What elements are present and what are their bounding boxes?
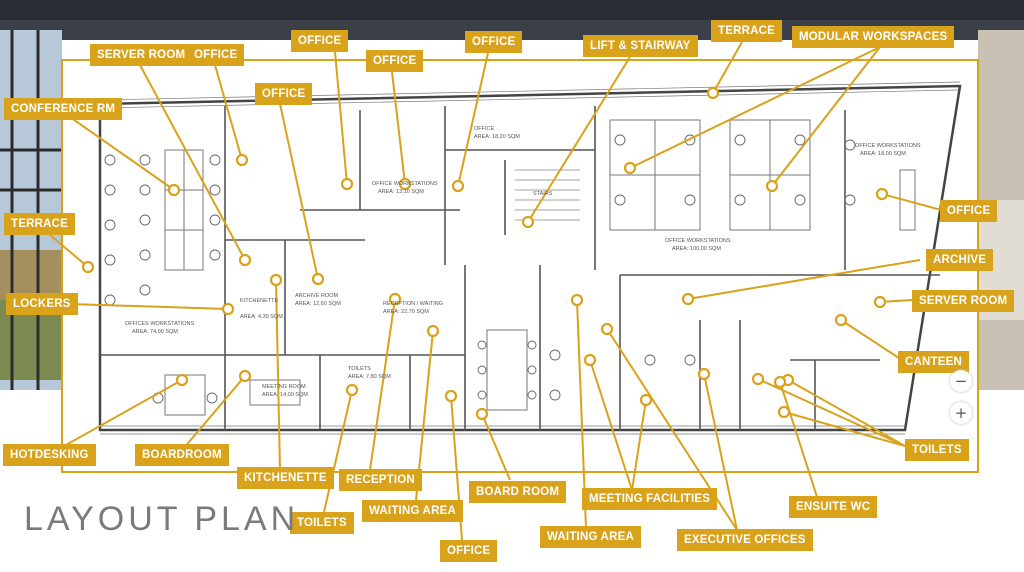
label-office-2[interactable]: OFFICE [291, 30, 349, 52]
plan-text-office-workstations-c-area: AREA: 18,00 SQM [860, 151, 906, 157]
label-ensuite-wc[interactable]: ENSUITE WC [789, 496, 878, 518]
plan-text-office-workstations-a-area: AREA: 74,00 SQM [132, 329, 178, 335]
plan-text-office-workstations-b-area: AREA: 100,00 SQM [672, 246, 721, 252]
label-hotdesking[interactable]: HOTDESKING [3, 444, 96, 466]
plan-text-archive-room: ARCHIVE ROOM [295, 293, 339, 299]
plan-text-archive-room-area: AREA: 12,60 SQM [295, 301, 341, 307]
label-office-5[interactable]: OFFICE [255, 83, 313, 105]
plan-text-toilets: TOILETS [348, 366, 371, 372]
label-toilets-bottom[interactable]: TOILETS [290, 512, 354, 534]
label-toilets-right[interactable]: TOILETS [905, 439, 969, 461]
label-reception[interactable]: RECEPTION [339, 469, 422, 491]
plan-text-meeting-room-area: AREA: 14,00 SQM [262, 392, 308, 398]
label-office-right[interactable]: OFFICE [940, 200, 998, 222]
plan-text-reception-waiting-area: AREA: 22,70 SQM [383, 309, 429, 315]
page-title: LAYOUT PLAN [24, 500, 300, 538]
plan-text-meeting-room: MEETING ROOM [262, 384, 306, 390]
label-lockers[interactable]: LOCKERS [6, 293, 78, 315]
plan-text-office-workstations-d-area: AREA: 13,10 SQM [378, 189, 424, 195]
label-terrace-top[interactable]: TERRACE [711, 20, 782, 42]
zoom-out-button[interactable]: − [950, 370, 972, 392]
label-executive-offices[interactable]: EXECUTIVE OFFICES [677, 529, 813, 551]
plan-text-kitchenette: KITCHENETTE [240, 298, 279, 304]
plan-text-reception-waiting: RECEPTION / WAITING [383, 301, 443, 307]
label-kitchenette[interactable]: KITCHENETTE [237, 467, 334, 489]
label-waiting-area-2[interactable]: WAITING AREA [540, 526, 641, 548]
plan-text-office-workstations-a: OFFICES WORKSTATIONS [125, 321, 194, 327]
label-office-4[interactable]: OFFICE [465, 31, 523, 53]
label-meeting-facilities[interactable]: MEETING FACILITIES [582, 488, 718, 510]
label-archive[interactable]: ARCHIVE [926, 249, 994, 271]
label-office-3[interactable]: OFFICE [366, 50, 424, 72]
label-board-room[interactable]: BOARD ROOM [469, 481, 567, 503]
plan-text-office-workstations-d: OFFICE WORKSTATIONS [372, 181, 438, 187]
plan-text-toilets-area: AREA: 7,80 SQM [348, 374, 391, 380]
label-canteen[interactable]: CANTEEN [898, 351, 969, 373]
label-office-1[interactable]: OFFICE [187, 44, 245, 66]
plan-text-office-top: OFFICE [474, 126, 494, 132]
plan-text-stairs: STAIRS [533, 191, 553, 197]
label-boardroom[interactable]: BOARDROOM [135, 444, 229, 466]
label-modular-workspaces[interactable]: MODULAR WORKSPACES [792, 26, 955, 48]
label-lift-stairway[interactable]: LIFT & STAIRWAY [583, 35, 698, 57]
plan-text-office-workstations-c: OFFICE WORKSTATIONS [855, 143, 921, 149]
label-waiting-area-1[interactable]: WAITING AREA [362, 500, 463, 522]
label-office-bottom[interactable]: OFFICE [440, 540, 498, 562]
label-conference-rm[interactable]: CONFERENCE RM [4, 98, 123, 120]
plan-text-office-workstations-b: OFFICE WORKSTATIONS [665, 238, 731, 244]
zoom-in-button[interactable]: + [950, 402, 972, 424]
label-terrace-left[interactable]: TERRACE [4, 213, 75, 235]
label-server-room-top[interactable]: SERVER ROOM [90, 44, 193, 66]
label-server-room-right[interactable]: SERVER ROOM [912, 290, 1015, 312]
plan-text-office-top-area: AREA: 18,20 SQM [474, 134, 520, 140]
plan-text-kitchenette-area: AREA: 4,30 SQM [240, 314, 283, 320]
